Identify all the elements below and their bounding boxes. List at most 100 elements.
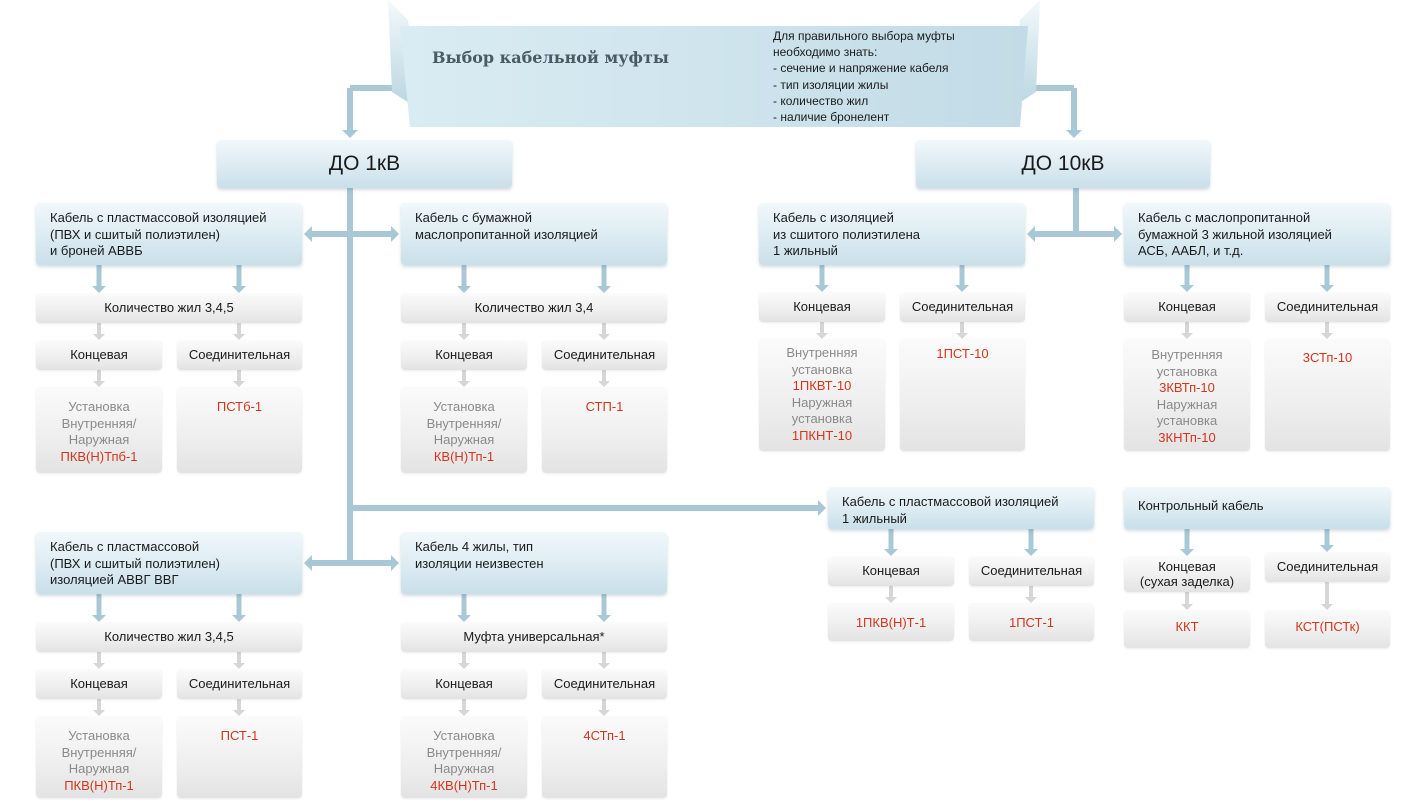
type-end-dry-line: Концевая <box>1158 559 1216 574</box>
installation-note: Внутренняя/ <box>61 415 137 431</box>
category-line: маслопропитанной изоляцией <box>415 226 598 242</box>
category-line: (ПВХ и сшитый полиэтилен) <box>50 226 221 242</box>
type-joint-box: Соединительная <box>1265 292 1390 322</box>
category-line: бумажной 3 жильной изоляцией <box>1138 226 1332 242</box>
sleeve-model-code: 1ПСТ-10 <box>936 346 989 361</box>
arrowhead <box>92 615 106 622</box>
type-joint-box: Соединительная <box>542 340 667 370</box>
cores-count-box: Количество жил 3,4,5 <box>36 293 302 323</box>
arrowhead <box>1181 604 1193 610</box>
arrowhead <box>955 285 969 292</box>
arrowhead <box>92 286 106 293</box>
arrowhead <box>342 130 358 138</box>
banner-info-line: - наличие бронелент <box>773 110 890 125</box>
arrowhead <box>93 710 105 716</box>
arrowhead <box>1025 597 1037 603</box>
result-box: ККТ <box>1124 610 1250 648</box>
arrowhead <box>597 615 611 622</box>
category-control-cable: Контрольный кабель <box>1124 487 1390 529</box>
result-box: 1ПСТ-1 <box>969 603 1094 641</box>
banner-info-line: - тип изоляции жилы <box>773 77 889 92</box>
result-box: ПСТб-1 <box>177 387 302 473</box>
installation-note: Внутренняя/ <box>426 744 502 760</box>
arrowhead <box>1027 226 1035 242</box>
installation-note: Внутренняя/ <box>426 415 502 431</box>
arrowhead <box>818 500 826 516</box>
sleeve-model-code: ПСТ-1 <box>220 728 259 743</box>
arrowhead <box>233 663 245 669</box>
type-end-box: Концевая <box>36 340 162 370</box>
installation-note: Внутренняя <box>1151 347 1223 362</box>
arrowhead <box>458 334 470 340</box>
type-end-box: Концевая <box>401 340 527 370</box>
category-line: 1 жильный <box>842 510 907 526</box>
arrowhead <box>304 555 312 571</box>
category-plastic-armored: Кабель с пластмассовой изоляцией (ПВХ и … <box>36 203 302 265</box>
category-line: (ПВХ и сшитый полиэтилен) <box>50 555 221 571</box>
arrowhead <box>816 333 828 339</box>
category-line: изоляции неизвестен <box>415 555 544 571</box>
installation-note: установка <box>1156 413 1218 428</box>
arrowhead <box>233 710 245 716</box>
arrowhead <box>233 334 245 340</box>
arrowhead <box>1181 333 1193 339</box>
sleeve-model-code: 4КВ(Н)Тп-1 <box>430 777 498 793</box>
arrowhead <box>1180 285 1194 292</box>
banner-info-line: необходимо знать: <box>773 45 878 60</box>
category-line: Кабель с бумажной <box>415 210 533 225</box>
installation-note: Наружная <box>68 432 130 447</box>
banner-info-line: - количество жил <box>773 93 869 108</box>
type-joint-box: Соединительная <box>969 556 1094 586</box>
category-unknown-4core: Кабель 4 жилы, тип изоляции неизвестен <box>401 532 667 594</box>
arrowhead <box>885 597 897 603</box>
sleeve-model-code: КВ(Н)Тп-1 <box>433 448 495 464</box>
category-line: Кабель с пластмассовой <box>50 539 200 554</box>
type-end-box: Концевая <box>1124 292 1250 322</box>
arrowhead <box>457 615 471 622</box>
arrowhead <box>391 555 399 571</box>
installation-note: Наружная <box>433 432 495 447</box>
sleeve-model-code: 3КНТп-10 <box>1158 429 1216 445</box>
installation-note: Установка <box>433 399 495 414</box>
installation-note: Установка <box>68 728 130 743</box>
voltage-low-box: ДО 1кВ <box>217 140 512 188</box>
category-xlpe-single: Кабель с изоляцией из сшитого полиэтилен… <box>759 203 1025 265</box>
arrowhead <box>458 663 470 669</box>
installation-note: установка <box>791 411 853 426</box>
category-line: Кабель с пластмассовой изоляцией <box>842 494 1059 509</box>
arrowhead <box>232 286 246 293</box>
arrowhead <box>458 381 470 387</box>
installation-note: установка <box>1156 363 1218 379</box>
title-banner <box>388 0 1040 127</box>
banner-info-line: Для правильного выбора муфты <box>773 29 955 43</box>
result-box: ПСТ-1 <box>177 716 302 798</box>
result-box: 1ПКВ(Н)Т-1 <box>828 603 954 641</box>
type-joint-box: Соединительная <box>542 669 667 699</box>
category-line: Контрольный кабель <box>1138 498 1264 513</box>
arrowhead <box>93 663 105 669</box>
arrowhead <box>598 381 610 387</box>
arrowhead <box>1180 549 1194 556</box>
arrowhead <box>598 710 610 716</box>
arrowhead <box>232 615 246 622</box>
category-line: Кабель с пластмассовой изоляцией <box>50 210 267 225</box>
result-box: СТП-1 <box>542 387 667 473</box>
type-joint-box: Соединительная <box>177 340 302 370</box>
sleeve-model-code: 1ПКНТ-10 <box>791 427 853 443</box>
category-paper-3core-10kv: Кабель с маслопропитанной бумажной 3 жил… <box>1124 203 1390 265</box>
category-line: из сшитого полиэтилена <box>773 226 920 242</box>
sleeve-model-code: ККТ <box>1175 619 1199 634</box>
type-joint-box: Соединительная <box>177 669 302 699</box>
arrowhead <box>457 286 471 293</box>
arrowhead <box>458 710 470 716</box>
category-line: АСБ, ААБЛ, и т.д. <box>1138 243 1244 258</box>
arrowhead <box>1024 549 1038 556</box>
result-box: КСТ(ПСТк) <box>1265 610 1390 648</box>
installation-note: Наружная <box>1156 396 1218 412</box>
type-joint-box: Соединительная <box>1265 552 1390 582</box>
